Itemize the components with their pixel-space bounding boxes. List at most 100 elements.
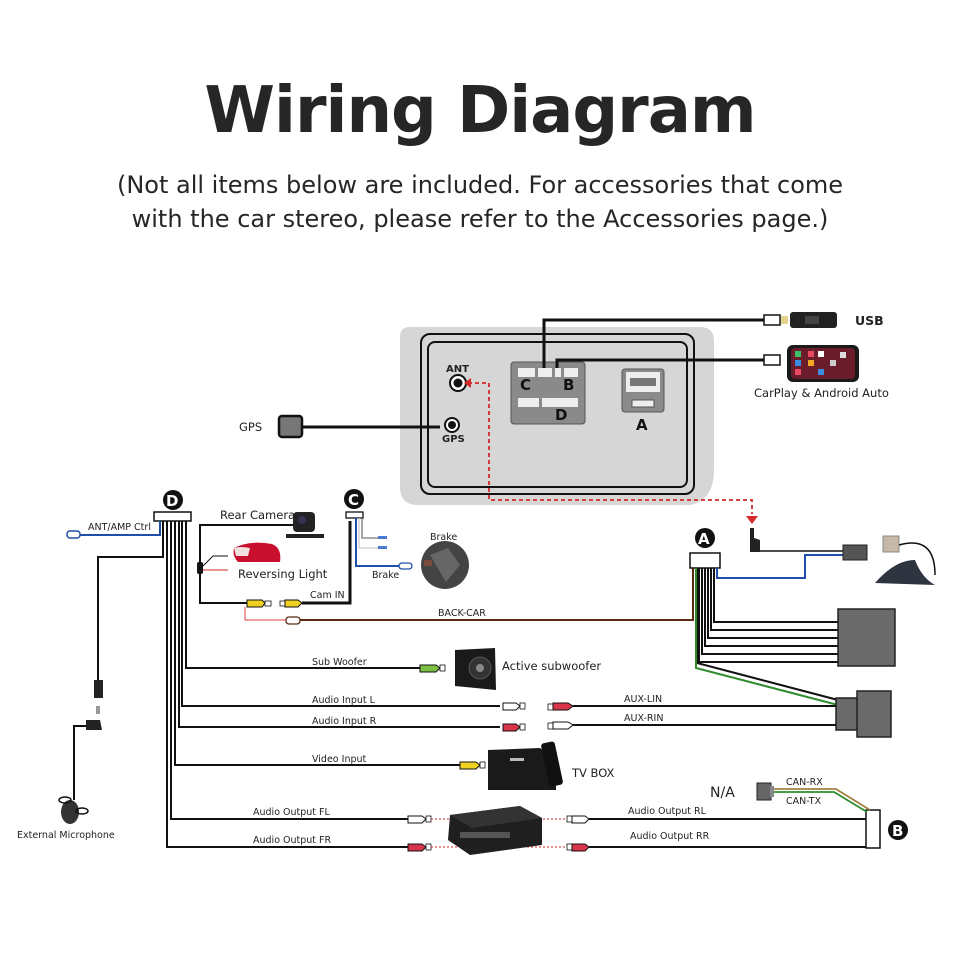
sub-woofer-rca (419, 664, 446, 673)
sub-woofer-label: Sub Woofer (312, 657, 367, 668)
c-white-wire (358, 518, 378, 549)
audio-output-rr-label: Audio Output RR (630, 831, 710, 842)
back-car-wire (300, 568, 694, 621)
usb-label: USB (855, 313, 884, 328)
socket-d-label: D (555, 406, 567, 424)
brake-wire-label: Brake (372, 570, 399, 581)
socket-b-label: B (563, 376, 574, 394)
harness-socket-block (510, 361, 586, 425)
rear-camera-label: Rear Camera (220, 508, 295, 522)
aux-rin-rca (547, 721, 574, 730)
brake-terminal (398, 562, 413, 570)
gps-port[interactable] (444, 417, 460, 433)
d-harness-bundle (166, 521, 500, 848)
c-white-terminal (378, 546, 387, 549)
brake-device-label: Brake (430, 532, 457, 543)
ant-amp-ctrl-label: ANT/AMP Ctrl (88, 522, 151, 533)
ant-jack-icon (750, 528, 760, 552)
audio-output-fr-rca (407, 843, 432, 852)
connector-a-letter: A (698, 530, 710, 548)
audio-output-fr-wire (166, 521, 410, 848)
connector-b[interactable]: B (888, 820, 908, 840)
connector-c[interactable]: C (344, 489, 364, 519)
ant-amp-ctrl-wire (78, 521, 161, 536)
socket-c-slot (518, 368, 535, 377)
socket-d-slot (518, 398, 539, 407)
brake-device-icon (421, 541, 469, 589)
video-input-wire (174, 521, 460, 766)
can-connector-icon (756, 782, 774, 801)
a-wire-6 (698, 568, 838, 663)
sub-woofer-wire (185, 521, 420, 669)
carplay-label: CarPlay & Android Auto (754, 386, 889, 400)
audio-output-rr-rca (566, 843, 590, 852)
reversing-light-wire-black (202, 555, 228, 567)
iso-connector-large (837, 608, 896, 667)
head-unit-outer-frame (420, 333, 695, 495)
audio-output-fl-label: Audio Output FL (253, 807, 331, 818)
gps-antenna-label: GPS (239, 420, 262, 434)
a-wire-black-diag (696, 568, 839, 701)
socket-c-label: C (520, 376, 531, 394)
ant-amp-ctrl-terminal (66, 530, 81, 539)
audio-output-fr-label: Audio Output FR (253, 835, 332, 846)
microphone-icon (58, 796, 89, 824)
connector-c-letter: C (348, 491, 359, 509)
cam-rca-male (246, 599, 272, 608)
active-subwoofer-label: Active subwoofer (502, 659, 601, 673)
audio-input-l-label: Audio Input L (312, 695, 376, 706)
ant-dashed-link (468, 382, 753, 514)
external-microphone-label: External Microphone (17, 830, 115, 841)
amplifier-icon (448, 806, 542, 855)
audio-output-rl-rca (566, 815, 590, 824)
ant-port-label: ANT (446, 364, 469, 375)
socket-b-slot (555, 368, 561, 377)
tv-box-label: TV BOX (571, 766, 615, 780)
audio-input-r-wire (178, 521, 500, 728)
a-wire-2 (710, 568, 838, 631)
audio-input-l-wire (181, 521, 500, 707)
subtitle-line-1: (Not all items below are included. For a… (116, 171, 844, 199)
page-subtitle: (Not all items below are included. For a… (0, 168, 960, 236)
carplay-plug (763, 354, 781, 366)
a-wire-3 (707, 568, 838, 639)
aux-lin-rca (547, 702, 574, 711)
audio-output-rl-label: Audio Output RL (628, 806, 707, 817)
microphone-socket (94, 680, 103, 698)
can-rx-wire (770, 788, 871, 811)
aux-lin-label: AUX-LIN (624, 694, 662, 705)
socket-c-slot-2 (538, 368, 552, 377)
brake-wire (355, 518, 400, 567)
subwoofer-icon (455, 648, 496, 690)
reversing-light-icon (233, 542, 281, 562)
microphone-plug-tip (96, 706, 100, 714)
connector-b-housing[interactable] (865, 809, 881, 849)
connector-d-letter: D (166, 492, 178, 510)
head-unit-inner-frame (427, 341, 688, 488)
cam-in-label: Cam IN (310, 590, 345, 601)
audio-input-r-label: Audio Input R (312, 716, 377, 727)
can-tx-label: CAN-TX (786, 796, 822, 807)
connector-a[interactable]: A (689, 528, 721, 569)
a-wire-5 (701, 568, 838, 655)
reversing-light-tap (197, 562, 203, 574)
a-blue-wire (716, 554, 845, 579)
smartphone-icon (787, 345, 859, 382)
ant-port[interactable] (449, 374, 467, 392)
audio-output-fl-wire (170, 521, 410, 820)
connector-d[interactable]: D (153, 490, 192, 522)
a-harness-bundle (695, 568, 839, 706)
back-car-red-lead (244, 607, 288, 621)
a-wire-green-diag (695, 568, 839, 706)
a-wire-1 (713, 568, 838, 623)
socket-a-label: A (636, 416, 648, 434)
tv-box-icon (488, 741, 563, 790)
rear-camera-wire (199, 524, 295, 604)
shark-fin-antenna-icon (875, 535, 936, 585)
gps-port-label: GPS (442, 434, 465, 445)
c-gray-terminal (378, 536, 387, 539)
ant-arrow-down-icon (746, 516, 758, 524)
microphone-wire (97, 521, 164, 680)
na-label: N/A (710, 785, 735, 801)
